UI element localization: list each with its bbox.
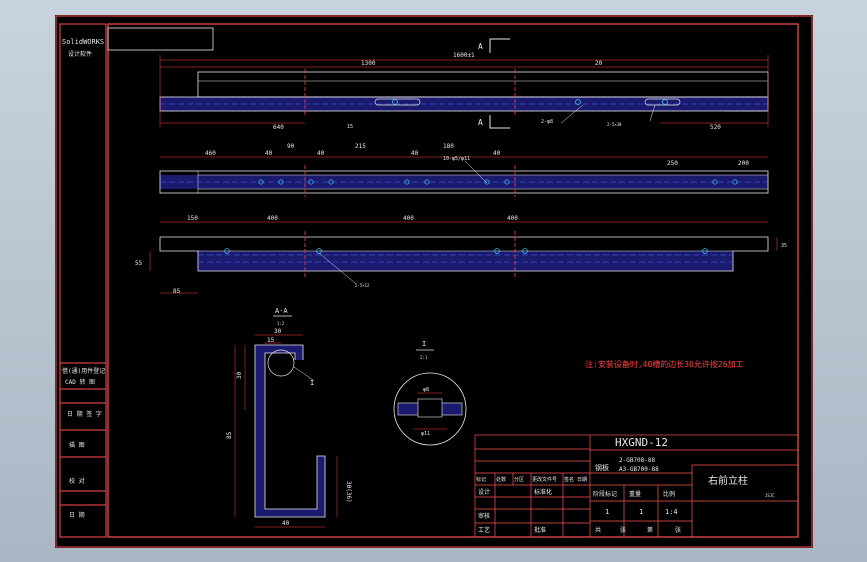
sidebar-row-1: CAD 转 图 bbox=[65, 378, 95, 386]
tb-header-5: 日期 bbox=[577, 477, 587, 483]
section-mark-top: A bbox=[478, 42, 483, 51]
mid-dim-5: 40 bbox=[411, 150, 419, 157]
section-dim-4: 30(36) bbox=[345, 481, 352, 503]
hole-note-top: 2-φ8 bbox=[541, 119, 553, 125]
mid-dim-4: 215 bbox=[355, 143, 366, 150]
mid-dim-2: 90 bbox=[287, 143, 295, 150]
dim-520: 520 bbox=[710, 124, 721, 131]
qty-value: 1 bbox=[605, 508, 609, 516]
mid-dim-7: 40 bbox=[493, 150, 501, 157]
bot-dim-left: 55 bbox=[135, 260, 143, 267]
bottom-view: 150 400 400 400 55 85 35 5-5×12 bbox=[135, 215, 787, 295]
bot-dim-0: 150 bbox=[187, 215, 198, 222]
top-left-box bbox=[107, 27, 214, 51]
tb-header-3: 更改文件号 bbox=[532, 476, 557, 483]
tb-header-0: 标记 bbox=[476, 476, 486, 483]
sheet-label-1: 张 bbox=[620, 526, 626, 534]
sidebar-row-3: 描 图 bbox=[69, 441, 85, 449]
tb-header-1: 处数 bbox=[496, 476, 506, 483]
bot-dim-bottom: 85 bbox=[173, 288, 181, 295]
section-callout: I bbox=[310, 379, 314, 387]
dim-15: 15 bbox=[347, 124, 353, 130]
material-spec-2: A3-GB700-88 bbox=[619, 466, 659, 473]
company: JSJC bbox=[765, 493, 775, 498]
dim-overall: 1600±1 bbox=[453, 52, 475, 59]
sheet-label-0: 共 bbox=[595, 526, 601, 534]
sidebar-row-2: 日 期 签 字 bbox=[67, 410, 102, 418]
dim-20: 20 bbox=[595, 60, 603, 67]
logo-text: SolidWORKS bbox=[62, 38, 104, 46]
detail-i: I 2:1 φ8 φ11 bbox=[393, 340, 467, 446]
mid-dim-3: 40 bbox=[317, 150, 325, 157]
tb-header-4: 签名 bbox=[564, 476, 574, 483]
mid-dim-6: 180 bbox=[443, 143, 454, 150]
sheet-label-3: 张 bbox=[675, 526, 681, 534]
mid-dim-9: 200 bbox=[738, 160, 749, 167]
drawing-note: 注:安装设备时,40槽的边长30允许按26加工 bbox=[585, 359, 744, 369]
tb-mid-0: 标准化 bbox=[534, 488, 552, 496]
section-aa: A-A 1:2 I 30 15 30 85 30(36) 40 bbox=[226, 307, 352, 528]
title-block bbox=[474, 434, 799, 538]
section-dim-1: 15 bbox=[267, 337, 275, 344]
sidebar-row-5: 日 期 bbox=[69, 511, 85, 519]
detail-scale: 2:1 bbox=[420, 355, 428, 360]
section-dim-0: 30 bbox=[274, 328, 282, 335]
stage-label-0: 阶段标记 bbox=[593, 490, 617, 498]
detail-circle bbox=[267, 349, 295, 377]
scale-value: 1:4 bbox=[665, 508, 678, 516]
section-dim-5: 40 bbox=[282, 520, 290, 527]
section-dim-2: 30 bbox=[236, 371, 243, 379]
sheet-label-2: 第 bbox=[647, 526, 653, 534]
stage-label-1: 重量 bbox=[629, 490, 641, 498]
tb-row-1: 审核 bbox=[478, 512, 490, 520]
mid-dim-1: 40 bbox=[265, 150, 273, 157]
bot-hole-note: 5-5×12 bbox=[355, 283, 370, 288]
bot-dim-2: 400 bbox=[403, 215, 414, 222]
slot-note-top: 2-5×30 bbox=[607, 122, 622, 127]
section-title: A-A bbox=[275, 307, 288, 315]
sidebar-row-4: 校 对 bbox=[69, 477, 85, 485]
bot-dim-right: 35 bbox=[781, 243, 787, 249]
part-name: 右前立柱 bbox=[708, 474, 748, 487]
inner-border bbox=[107, 23, 799, 538]
cad-canvas[interactable]: SolidWORKS 设计软件 借(通)用件登记 CAD 转 图 日 期 签 字… bbox=[55, 15, 813, 548]
mid-hole-note: 10-φ5/φ11 bbox=[443, 156, 470, 162]
bot-dim-3: 400 bbox=[507, 215, 518, 222]
tb-row-2: 工艺 bbox=[478, 526, 490, 534]
section-scale: 1:2 bbox=[277, 321, 285, 326]
detail-dim-top: φ8 bbox=[423, 387, 429, 393]
drawing-sheet: SolidWORKS 设计软件 借(通)用件登记 CAD 转 图 日 期 签 字… bbox=[55, 15, 813, 548]
detail-dim-bottom: φ11 bbox=[421, 431, 430, 437]
sidebar-row-0: 借(通)用件登记 bbox=[62, 367, 105, 375]
tb-header-2: 分区 bbox=[514, 476, 524, 483]
section-mark-bottom: A bbox=[478, 118, 483, 127]
sidebar: SolidWORKS 设计软件 借(通)用件登记 CAD 转 图 日 期 签 字… bbox=[59, 23, 107, 538]
material-label: 钢板 bbox=[595, 463, 609, 472]
dim-1300: 1300 bbox=[361, 60, 376, 67]
mid-dim-8: 250 bbox=[667, 160, 678, 167]
dim-640: 640 bbox=[273, 124, 284, 131]
outer-border bbox=[55, 15, 813, 548]
section-dim-3: 85 bbox=[226, 431, 233, 439]
top-view: 1600±1 1300 20 640 520 15 2-φ8 2-5×30 A … bbox=[159, 38, 769, 131]
tb-mid-2: 批准 bbox=[534, 526, 546, 534]
detail-title: I bbox=[422, 340, 426, 348]
middle-view: 460 40 90 40 215 40 180 40 250 200 10-φ5… bbox=[159, 143, 769, 197]
mid-dim-0: 460 bbox=[205, 150, 216, 157]
material-spec-1: 2-GB708-88 bbox=[619, 457, 656, 464]
bot-dim-1: 400 bbox=[267, 215, 278, 222]
drawing-number: HXGND-12 bbox=[615, 436, 668, 449]
tb-row-0: 设计 bbox=[478, 488, 490, 496]
title-block-text: HXGND-12 钢板 2-GB708-88 A3-GB700-88 右前立柱 … bbox=[476, 436, 775, 534]
weight-value: 1 bbox=[639, 508, 643, 516]
logo-sub: 设计软件 bbox=[68, 50, 92, 58]
stage-label-2: 比例 bbox=[663, 490, 675, 498]
